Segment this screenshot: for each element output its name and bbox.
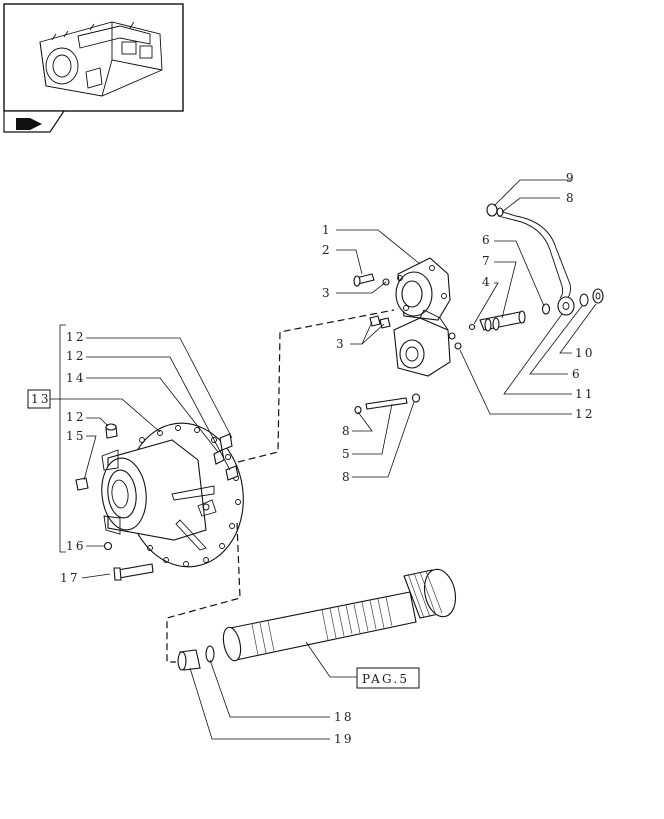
callout-12-a: 12 bbox=[66, 330, 86, 344]
page-reference-box[interactable]: PAG.5 bbox=[356, 667, 420, 689]
fitting-9 bbox=[486, 203, 504, 217]
folder-arrow-icon bbox=[16, 118, 42, 130]
pinion-shaft bbox=[222, 568, 457, 662]
plug-carrier-right bbox=[225, 465, 239, 481]
pin-5 bbox=[354, 393, 421, 415]
valve-body bbox=[393, 309, 462, 377]
assembly-thumbnail[interactable] bbox=[3, 3, 184, 112]
callout-3-upper: 3 bbox=[322, 286, 332, 300]
page-reference-label: PAG.5 bbox=[362, 672, 409, 686]
callout-15: 15 bbox=[66, 429, 86, 443]
callout-5: 5 bbox=[342, 447, 352, 461]
callout-12-right: 12 bbox=[575, 407, 595, 421]
spool-7 bbox=[468, 310, 526, 332]
callout-8-left: 8 bbox=[342, 424, 352, 438]
washers bbox=[541, 288, 604, 315]
pin-15 bbox=[75, 477, 89, 491]
callout-17: 17 bbox=[60, 571, 80, 585]
bolt-17 bbox=[113, 563, 154, 581]
callout-12-b: 12 bbox=[66, 349, 86, 363]
callout-12-c: 12 bbox=[66, 410, 86, 424]
callout-2: 2 bbox=[322, 243, 332, 257]
callout-18: 18 bbox=[334, 710, 354, 724]
callout-6-lower: 6 bbox=[572, 367, 582, 381]
ring-18 bbox=[205, 645, 215, 663]
callout-10: 10 bbox=[575, 346, 595, 360]
navigation-tab[interactable] bbox=[3, 110, 66, 133]
bolt-2 bbox=[353, 273, 375, 287]
group-bracket bbox=[59, 324, 66, 553]
callout-6-upper: 6 bbox=[482, 233, 492, 247]
callout-16: 16 bbox=[66, 539, 86, 553]
callout-11: 11 bbox=[575, 387, 595, 401]
differential-carrier bbox=[101, 422, 244, 568]
callout-14: 14 bbox=[66, 371, 86, 385]
pipe-11 bbox=[495, 209, 575, 316]
callout-3-lower: 3 bbox=[336, 337, 346, 351]
callout-19: 19 bbox=[334, 732, 354, 746]
callout-4: 4 bbox=[482, 275, 492, 289]
callout-1: 1 bbox=[322, 223, 332, 237]
plug-12 bbox=[105, 423, 118, 439]
pins-3 bbox=[369, 278, 391, 329]
group-13-box: 13 bbox=[27, 389, 60, 409]
cover-1 bbox=[395, 257, 451, 321]
bushing-19 bbox=[177, 649, 201, 671]
callout-labels: 1 2 3 3 9 8 6 7 4 10 6 11 12 8 5 8 12 12… bbox=[60, 171, 595, 746]
callout-8-lower: 8 bbox=[342, 470, 352, 484]
assembly-lines bbox=[166, 309, 395, 663]
plug-16 bbox=[103, 541, 113, 551]
callout-7: 7 bbox=[482, 254, 492, 268]
callout-8-top: 8 bbox=[566, 191, 576, 205]
leader-lines bbox=[60, 179, 597, 740]
group-13-label: 13 bbox=[31, 392, 51, 406]
callout-9: 9 bbox=[566, 171, 576, 185]
